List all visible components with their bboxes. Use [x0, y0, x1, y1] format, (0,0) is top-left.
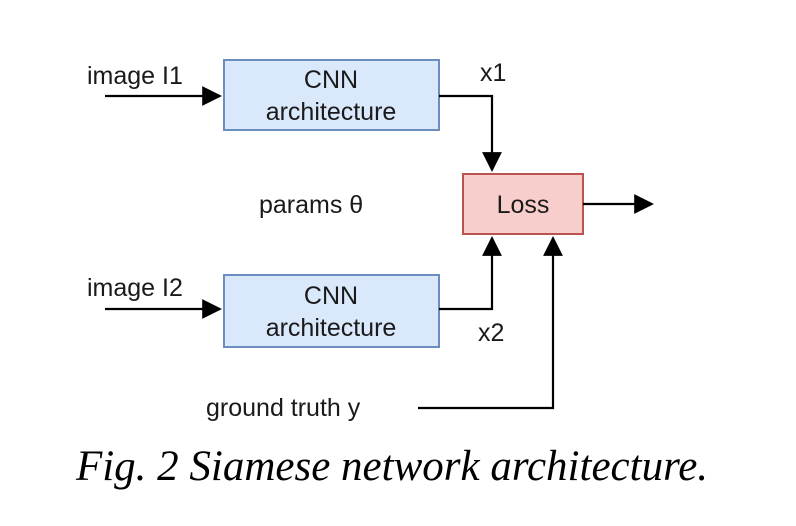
params-label: params θ — [259, 191, 363, 219]
cnn-box-bottom-line1: CNN — [304, 282, 358, 310]
arrow-ground-truth-to-loss — [418, 236, 563, 410]
input-label-image2: image I2 — [87, 274, 183, 302]
output-label-x1: x1 — [480, 59, 506, 87]
input-label-image1: image I1 — [87, 62, 183, 90]
cnn-box-bottom-line2: architecture — [266, 314, 397, 342]
loss-box — [462, 173, 584, 235]
figure-caption: Fig. 2 Siamese network architecture. — [75, 443, 708, 490]
cnn-box-top-line1: CNN — [304, 66, 358, 94]
output-label-x2: x2 — [478, 319, 504, 347]
cnn-box-bottom — [223, 274, 440, 348]
input-label-ground-truth: ground truth y — [206, 394, 361, 422]
arrow-cnn1-to-loss — [439, 94, 502, 172]
cnn-box-top-line2: architecture — [266, 98, 397, 126]
loss-box-label: Loss — [497, 191, 550, 219]
arrow-cnn2-to-loss — [439, 236, 502, 311]
